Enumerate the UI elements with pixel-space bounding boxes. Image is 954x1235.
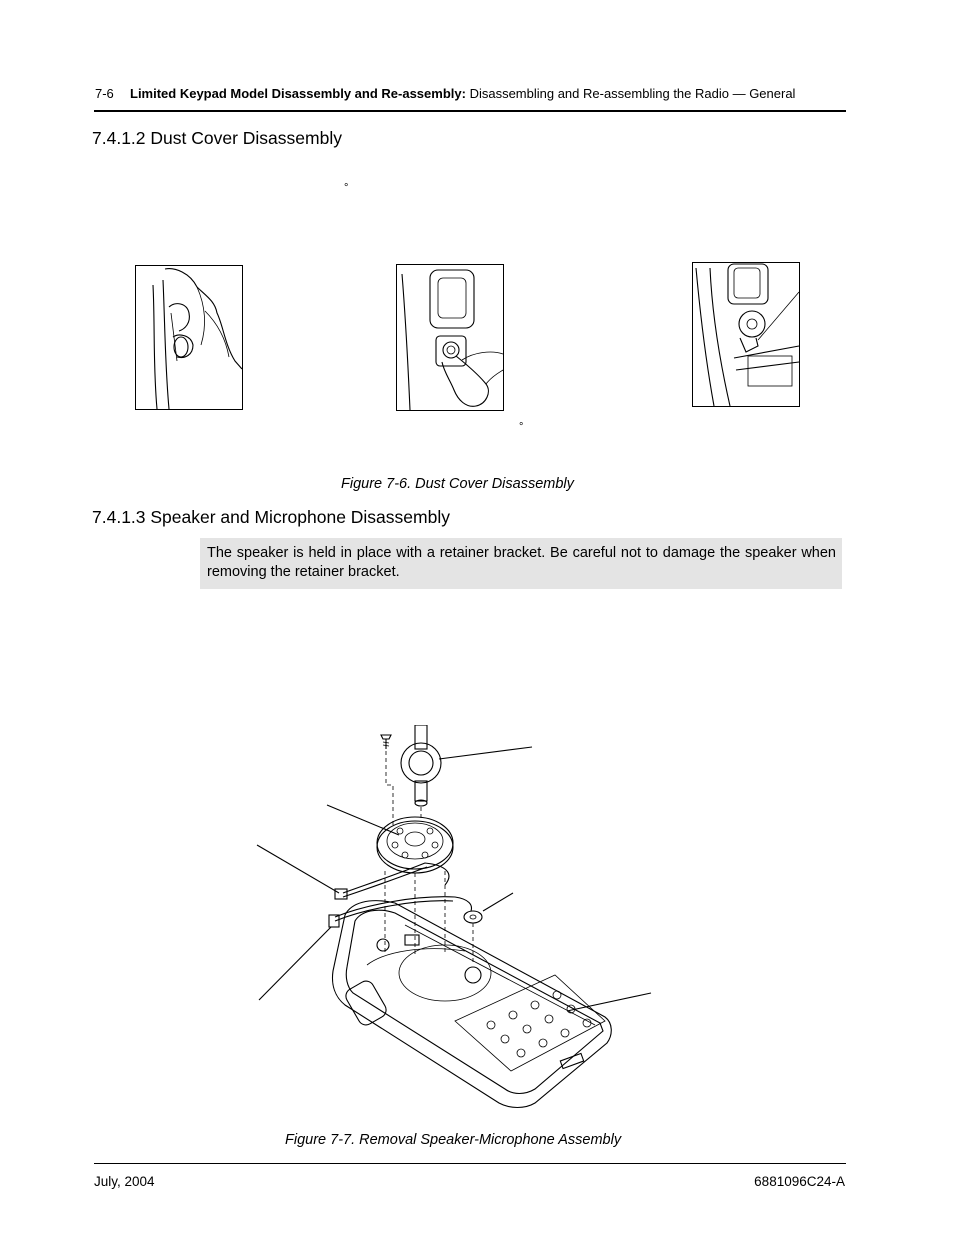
footer-rule [94,1163,846,1164]
footer-date: July, 2004 [94,1174,155,1189]
degree-mark: ° [344,182,349,194]
footer-doc-number: 6881096C24-A [754,1174,845,1189]
header-rule [94,110,846,112]
chapter-title: Limited Keypad Model Disassembly and Re-… [130,86,466,101]
dust-cover-step-2-illustration [396,264,504,411]
note-box [200,538,842,589]
running-header: Limited Keypad Model Disassembly and Re-… [130,86,795,101]
figure-7-7-caption: Figure 7-7. Removal Speaker-Microphone A… [285,1132,622,1148]
dust-cover-heading: 7.4.1.2 Dust Cover Disassembly [92,128,342,148]
section-title: Disassembling and Re-assembling the Radi… [469,86,796,101]
note-text: The speaker is held in place with a reta… [207,545,836,580]
speaker-microphone-exploded-illustration [256,725,652,1109]
figure-7-6-caption: Figure 7-6. Dust Cover Disassembly [341,476,574,492]
dust-cover-step-1-illustration [135,265,243,410]
dust-cover-step-3-illustration [692,262,800,407]
degree-mark: ° [519,421,524,433]
speaker-mic-heading: 7.4.1.3 Speaker and Microphone Disassemb… [92,507,450,527]
page-number: 7-6 [95,86,114,101]
